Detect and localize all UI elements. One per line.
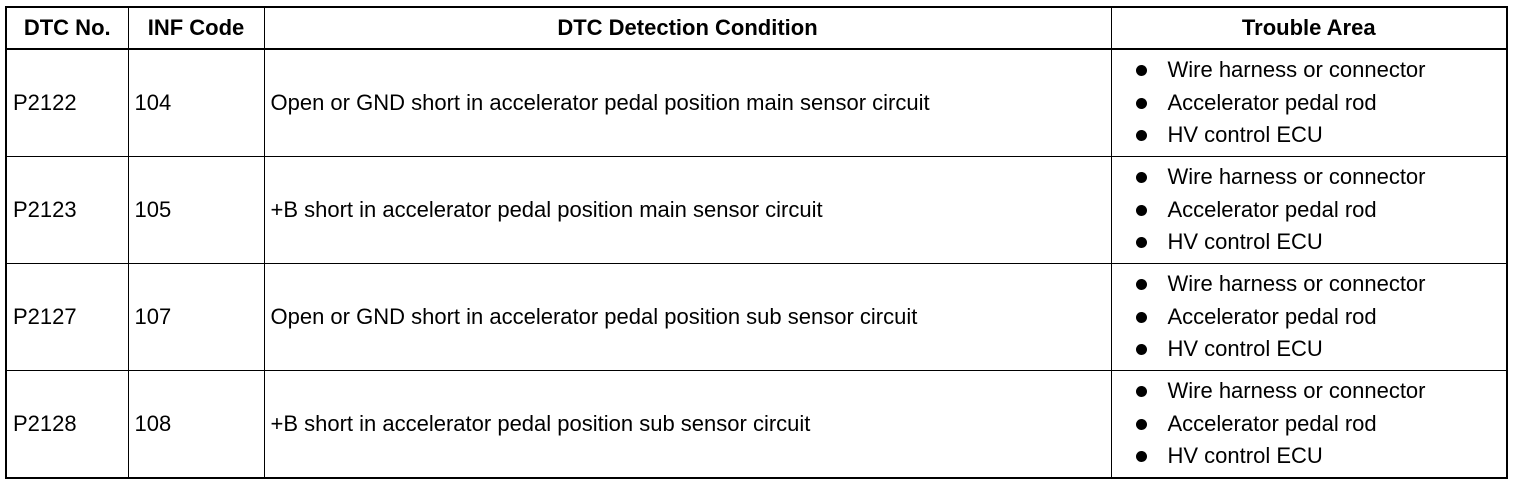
trouble-area-text: Accelerator pedal rod [1167, 303, 1377, 329]
trouble-area-list: Wire harness or connector Accelerator pe… [1112, 268, 1507, 366]
table-row: P2127 107 Open or GND short in accelerat… [5, 263, 1508, 371]
bullet-icon [1135, 65, 1147, 77]
table-row: P2123 105 +B short in accelerator pedal … [5, 156, 1508, 264]
bullet-icon [1135, 418, 1147, 430]
dtc-table: DTC No. INF Code DTC Detection Condition… [5, 6, 1508, 479]
header-row: DTC No. INF Code DTC Detection Condition… [5, 6, 1508, 50]
bullet-icon [1135, 237, 1147, 249]
inf-code-cell: 104 [127, 48, 265, 157]
trouble-area-text: HV control ECU [1167, 229, 1323, 255]
bullet-icon [1135, 279, 1147, 291]
bullet-icon [1135, 344, 1147, 356]
dtc-code-cell: P2128 [5, 370, 129, 479]
list-item: Accelerator pedal rod [1134, 301, 1507, 334]
condition-cell: Open or GND short in accelerator pedal p… [263, 263, 1112, 371]
list-item: Wire harness or connector [1134, 161, 1507, 194]
header-detection-condition: DTC Detection Condition [263, 6, 1112, 50]
list-item: HV control ECU [1134, 119, 1507, 152]
condition-cell: +B short in accelerator pedal position s… [263, 370, 1112, 479]
dtc-code-cell: P2127 [5, 263, 129, 371]
inf-code-cell: 107 [127, 263, 265, 371]
inf-code-cell: 108 [127, 370, 265, 479]
bullet-icon [1135, 204, 1147, 216]
bullet-icon [1135, 97, 1147, 109]
list-item: Accelerator pedal rod [1134, 87, 1507, 120]
bullet-icon [1135, 130, 1147, 142]
list-item: HV control ECU [1134, 333, 1507, 366]
header-inf-code: INF Code [127, 6, 265, 50]
table-row: P2128 108 +B short in accelerator pedal … [5, 370, 1508, 479]
trouble-area-text: Accelerator pedal rod [1167, 89, 1377, 115]
trouble-area-text: Wire harness or connector [1167, 378, 1426, 404]
trouble-area-text: Wire harness or connector [1167, 57, 1426, 83]
condition-cell: Open or GND short in accelerator pedal p… [263, 48, 1112, 157]
trouble-area-text: Wire harness or connector [1167, 271, 1426, 297]
trouble-area-list: Wire harness or connector Accelerator pe… [1112, 54, 1507, 152]
trouble-area-cell: Wire harness or connector Accelerator pe… [1110, 48, 1508, 157]
condition-cell: +B short in accelerator pedal position m… [263, 156, 1112, 264]
trouble-area-text: Accelerator pedal rod [1167, 410, 1377, 436]
header-trouble-area: Trouble Area [1110, 6, 1508, 50]
trouble-area-list: Wire harness or connector Accelerator pe… [1112, 375, 1507, 473]
list-item: Wire harness or connector [1134, 375, 1507, 408]
dtc-code-cell: P2123 [5, 156, 129, 264]
trouble-area-text: HV control ECU [1167, 443, 1323, 469]
list-item: Wire harness or connector [1134, 268, 1507, 301]
trouble-area-cell: Wire harness or connector Accelerator pe… [1110, 263, 1508, 371]
trouble-area-list: Wire harness or connector Accelerator pe… [1112, 161, 1507, 259]
trouble-area-cell: Wire harness or connector Accelerator pe… [1110, 370, 1508, 479]
bullet-icon [1135, 451, 1147, 463]
list-item: HV control ECU [1134, 226, 1507, 259]
list-item: HV control ECU [1134, 440, 1507, 473]
dtc-table-container: DTC No. INF Code DTC Detection Condition… [5, 6, 1508, 479]
list-item: Accelerator pedal rod [1134, 194, 1507, 227]
trouble-area-cell: Wire harness or connector Accelerator pe… [1110, 156, 1508, 264]
dtc-code-cell: P2122 [5, 48, 129, 157]
trouble-area-text: Wire harness or connector [1167, 164, 1426, 190]
list-item: Wire harness or connector [1134, 54, 1507, 87]
bullet-icon [1135, 386, 1147, 398]
bullet-icon [1135, 172, 1147, 184]
table-row: P2122 104 Open or GND short in accelerat… [5, 48, 1508, 157]
list-item: Accelerator pedal rod [1134, 408, 1507, 441]
header-dtc-no: DTC No. [5, 6, 129, 50]
bullet-icon [1135, 311, 1147, 323]
trouble-area-text: HV control ECU [1167, 336, 1323, 362]
trouble-area-text: Accelerator pedal rod [1167, 196, 1377, 222]
inf-code-cell: 105 [127, 156, 265, 264]
trouble-area-text: HV control ECU [1167, 122, 1323, 148]
